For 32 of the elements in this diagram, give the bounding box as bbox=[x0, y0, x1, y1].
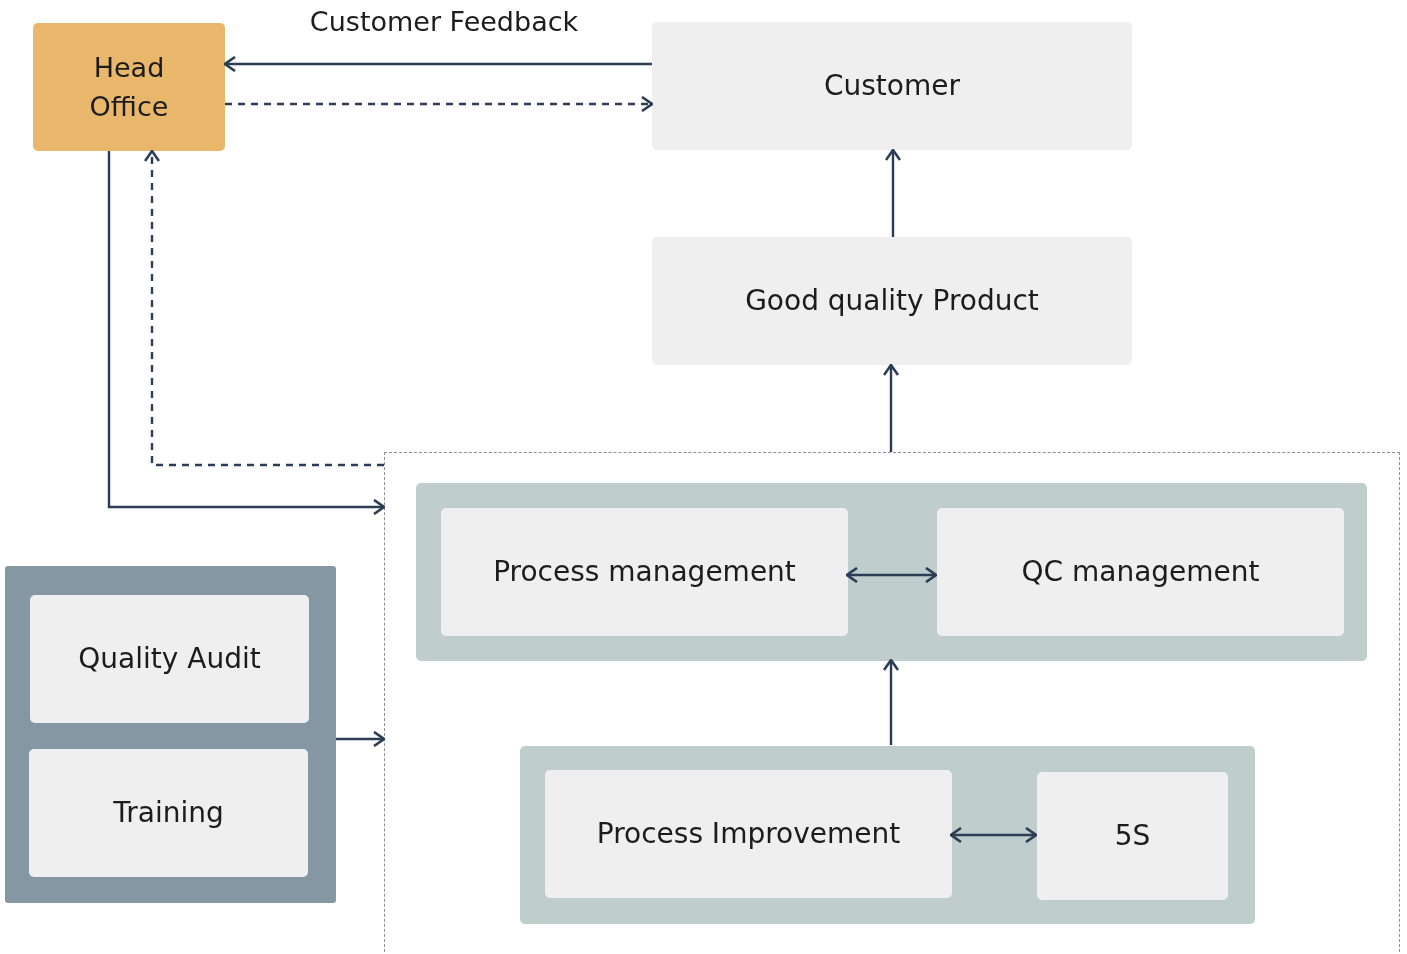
group-panel bbox=[5, 566, 336, 903]
arrow bbox=[336, 730, 386, 748]
group-panel bbox=[416, 483, 1367, 661]
node-label: QC management bbox=[1020, 553, 1261, 590]
node-label: Process Improvement bbox=[595, 815, 902, 852]
arrow bbox=[882, 363, 900, 452]
node-label: 5S bbox=[1113, 817, 1152, 854]
arrow bbox=[107, 151, 386, 516]
arrow bbox=[225, 95, 654, 113]
process-box bbox=[441, 508, 848, 636]
office-box bbox=[33, 23, 225, 151]
process-box bbox=[1037, 772, 1228, 900]
node-label: Head Office bbox=[88, 50, 170, 124]
process-box bbox=[29, 749, 308, 877]
arrow bbox=[845, 566, 938, 584]
group-panel bbox=[520, 746, 1255, 924]
node-label: Process management bbox=[492, 553, 797, 590]
arrow bbox=[143, 149, 384, 467]
process-box bbox=[652, 237, 1132, 365]
node-label: Good quality Product bbox=[744, 282, 1040, 319]
dashed-region bbox=[384, 452, 1400, 954]
arrow bbox=[882, 658, 900, 745]
node-label: Customer bbox=[823, 67, 961, 104]
node-label: Training bbox=[112, 794, 225, 831]
arrow bbox=[949, 826, 1038, 844]
process-box bbox=[30, 595, 309, 723]
process-box bbox=[652, 22, 1132, 150]
process-box bbox=[937, 508, 1344, 636]
process-box bbox=[545, 770, 952, 898]
arrow bbox=[223, 55, 652, 73]
node-label: Quality Audit bbox=[77, 640, 262, 677]
arrow bbox=[884, 148, 902, 237]
